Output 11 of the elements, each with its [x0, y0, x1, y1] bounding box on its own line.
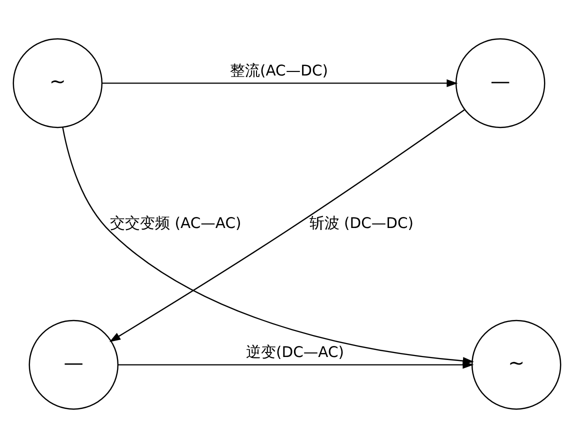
- node-circle: ~: [12, 38, 103, 128]
- arrow: [102, 79, 458, 88]
- edge-label: 交交变频 (AC—AC): [110, 214, 242, 232]
- node-circle: —: [28, 320, 119, 410]
- arrow: [109, 109, 465, 342]
- edge-label: 斩波 (DC—DC): [309, 214, 414, 232]
- edge-label: 逆变(DC—AC): [246, 344, 344, 361]
- node-circle: ~: [471, 320, 562, 410]
- node-circle: —: [455, 38, 546, 128]
- arrow: [118, 360, 474, 369]
- edge-label: 整流(AC—DC): [230, 62, 328, 80]
